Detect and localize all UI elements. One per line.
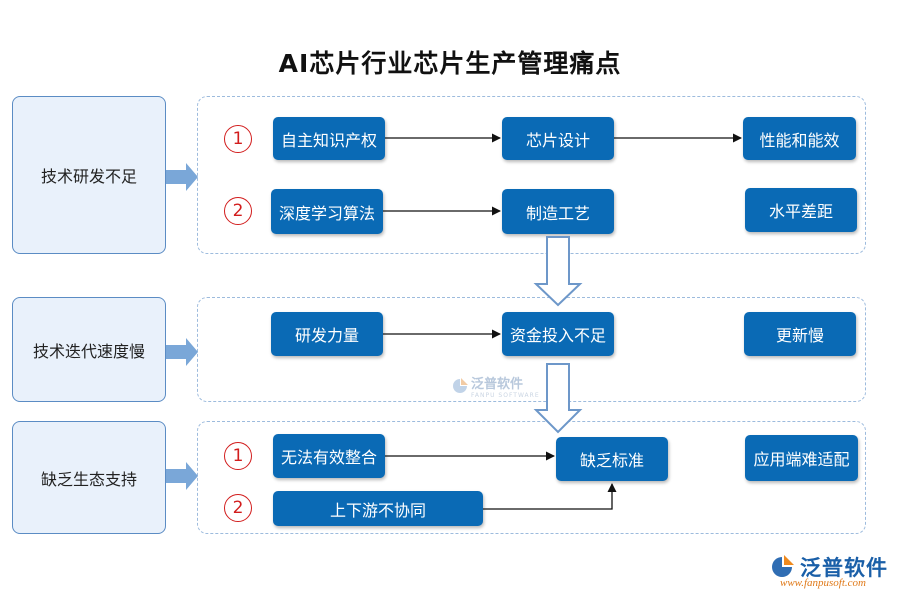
- category-iteration: 技术迭代速度慢: [12, 297, 166, 402]
- box-app-adapt: 应用端难适配: [745, 435, 858, 481]
- marker-2: 2: [224, 494, 252, 522]
- box-ip: 自主知识产权: [273, 117, 385, 160]
- fanpu-logo-icon: [772, 555, 794, 577]
- panel-ecosystem: [197, 421, 866, 534]
- block-arrow-right-2: [166, 338, 198, 366]
- panel-tech-rd: [197, 96, 866, 254]
- diagram-title: AI芯片行业芯片生产管理痛点: [278, 49, 622, 78]
- arrow-upstream-to-standard: [483, 483, 617, 510]
- box-deep-learning: 深度学习算法: [271, 189, 383, 234]
- box-integration: 无法有效整合: [273, 434, 385, 478]
- down-arrow-2: [533, 363, 583, 434]
- box-gap: 水平差距: [745, 188, 857, 232]
- brand-name: 泛普软件: [800, 556, 888, 580]
- category-tech-rd: 技术研发不足: [12, 96, 166, 254]
- box-no-standard: 缺乏标准: [556, 437, 668, 481]
- marker-2: 2: [224, 197, 252, 225]
- watermark: 泛普软件 FANPU SOFTWARE: [452, 373, 540, 399]
- down-arrow-1: [533, 236, 583, 307]
- box-funding: 资金投入不足: [502, 312, 614, 356]
- watermark-text: 泛普软件: [471, 377, 524, 392]
- box-chip-design: 芯片设计: [502, 117, 614, 160]
- box-slow-update: 更新慢: [744, 312, 856, 356]
- block-arrow-right-3: [166, 462, 198, 490]
- category-ecosystem: 缺乏生态支持: [12, 421, 166, 534]
- box-performance: 性能和能效: [743, 117, 856, 160]
- box-manufacturing: 制造工艺: [502, 189, 614, 234]
- marker-1: 1: [224, 125, 252, 153]
- brand-url: www.fanpusoft.com: [780, 577, 866, 589]
- box-upstream: 上下游不协同: [273, 491, 483, 526]
- block-arrow-right-1: [166, 163, 198, 191]
- box-rd-power: 研发力量: [271, 312, 383, 356]
- marker-1: 1: [224, 442, 252, 470]
- fanpu-watermark-icon: [453, 378, 468, 393]
- brand-logo: 泛普软件: [770, 552, 888, 582]
- panel-iteration: [197, 297, 866, 402]
- watermark-sub: FANPU SOFTWARE: [471, 392, 540, 399]
